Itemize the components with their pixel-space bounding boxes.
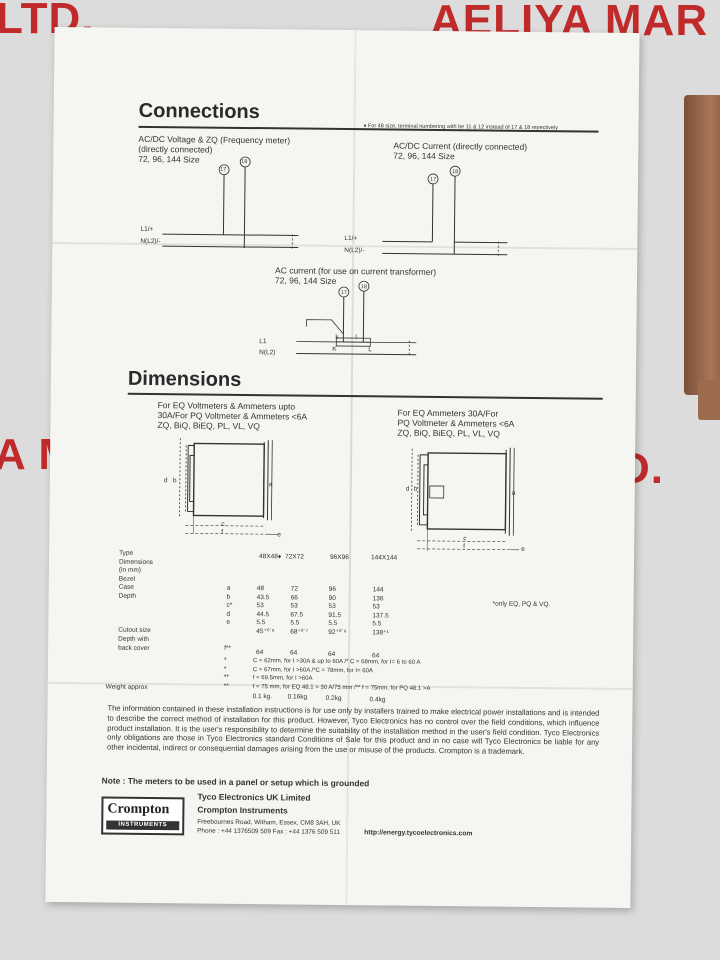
term-17-right: 17: [429, 176, 437, 183]
dim-header-96: 96X96: [330, 553, 349, 562]
weight-48: 0.1 kg.: [252, 693, 273, 701]
dim-note-markers: * * ** **: [223, 656, 229, 690]
dim-right-caption: For EQ Ammeters 30A/For PQ Voltmeter & A…: [397, 407, 515, 439]
conn-right-n: N(L2)/-: [344, 247, 365, 255]
conn-right-caption: AC/DC Current (directly connected) 72, 9…: [393, 140, 528, 162]
logo-subtitle: INSTRUMENTS: [106, 820, 180, 831]
dim-drawing-right: [410, 447, 520, 551]
dim-right-f: f: [463, 543, 466, 551]
ct-l-small: l: [355, 334, 357, 342]
company-division: Crompton Instruments: [197, 804, 288, 816]
dim-left-f: f: [221, 528, 224, 536]
logo-wordmark: Crompton: [107, 801, 170, 818]
voltage-connection-diagram: [162, 156, 299, 249]
dim-col-48: 48 43.5 53 44.5 5.5 45⁺⁰˙⁸: [256, 585, 275, 636]
dim-col-96: 96 90 53 91.5 5.5 92⁺⁰˙⁸: [328, 585, 347, 637]
connections-title: Connections: [138, 99, 260, 124]
dim-right-d: d: [405, 485, 410, 493]
dimensions-title: Dimensions: [127, 367, 242, 391]
grounding-note: Note : The meters to be used in a panel …: [101, 775, 370, 789]
conn-right-l1: L1/+: [344, 235, 358, 243]
company-website: http://energy.tycoelectronics.com: [364, 829, 473, 838]
crompton-logo: Crompton INSTRUMENTS: [101, 796, 185, 836]
ct-k: K: [332, 345, 337, 353]
dim-right-e: e: [521, 545, 525, 553]
term-18-right: 18: [452, 169, 459, 176]
dim-left-caption: For EQ Voltmeters & Ammeters upto 30A/Fo…: [157, 400, 308, 432]
dim-left-e: e: [277, 531, 281, 539]
term-17-left: 17: [220, 166, 227, 173]
dim-col-144: 144 136 53 137.5 5.5 138⁺¹: [372, 586, 389, 637]
disclaimer-text: The information contained in these insta…: [107, 703, 600, 757]
dim-right-b: b: [413, 485, 418, 493]
dim-table-letters: a b c* d e: [226, 584, 233, 627]
ct-l1: L1: [259, 338, 267, 346]
ct-n: N(L2): [259, 349, 276, 357]
cardboard-box: [684, 95, 720, 395]
dim-header-72: 72X72: [285, 553, 304, 561]
dim-left-a: a: [268, 481, 273, 489]
conn-left-n: N(L2)/-: [140, 237, 161, 246]
cardboard-box-base: [698, 380, 720, 420]
current-connection-diagram: [382, 165, 508, 256]
dim-left-d: d: [163, 477, 168, 485]
company-address: Freebournes Road, Witham, Essex, CM8 3AH…: [197, 818, 341, 827]
ct-k-small: k: [335, 333, 339, 341]
dim-col-72: 72 66 53 67.5 5.5 68⁺⁰˙⁷: [290, 585, 309, 636]
ct-term-18: 18: [360, 284, 368, 291]
dim-header-144: 144X144: [371, 554, 398, 562]
dim-header-48: 48X48♦: [259, 553, 282, 561]
weight-label: Weight approx: [105, 683, 148, 691]
dim-notes: C = 62mm, for I >30A & up to 60A /* C = …: [252, 658, 431, 692]
weight-72: 0.16kg: [287, 693, 308, 701]
fold-vertical: [345, 30, 357, 906]
dim-f-marker: f**: [224, 644, 232, 652]
company-phone: Phone : +44 1376509 509 Fax : +44 1376 5…: [197, 827, 340, 836]
ct-term-17: 17: [340, 289, 347, 297]
weight-144: 0.4kg: [369, 696, 386, 704]
dim-side-note: *only EQ, PQ & VQ.: [492, 600, 551, 609]
dim-drawing-left: [179, 438, 278, 535]
ct-l: L: [368, 346, 372, 354]
dim-left-b: b: [172, 477, 177, 485]
weight-96: 0.2kg: [325, 694, 342, 703]
instruction-sheet: Connections ♦ For 48 size, terminal numb…: [45, 26, 640, 909]
term-18-left: 18: [241, 158, 248, 165]
dim-table-row-labels: Type Dimensions (in mm) Bezel Case Depth…: [118, 549, 154, 652]
dim-right-a: a: [511, 489, 516, 497]
company-name: Tyco Electronics UK Limited: [197, 791, 311, 803]
dimensions-rule: [127, 392, 603, 400]
conn-left-l1: L1/+: [140, 225, 154, 234]
ct-connection-diagram: [296, 280, 417, 357]
